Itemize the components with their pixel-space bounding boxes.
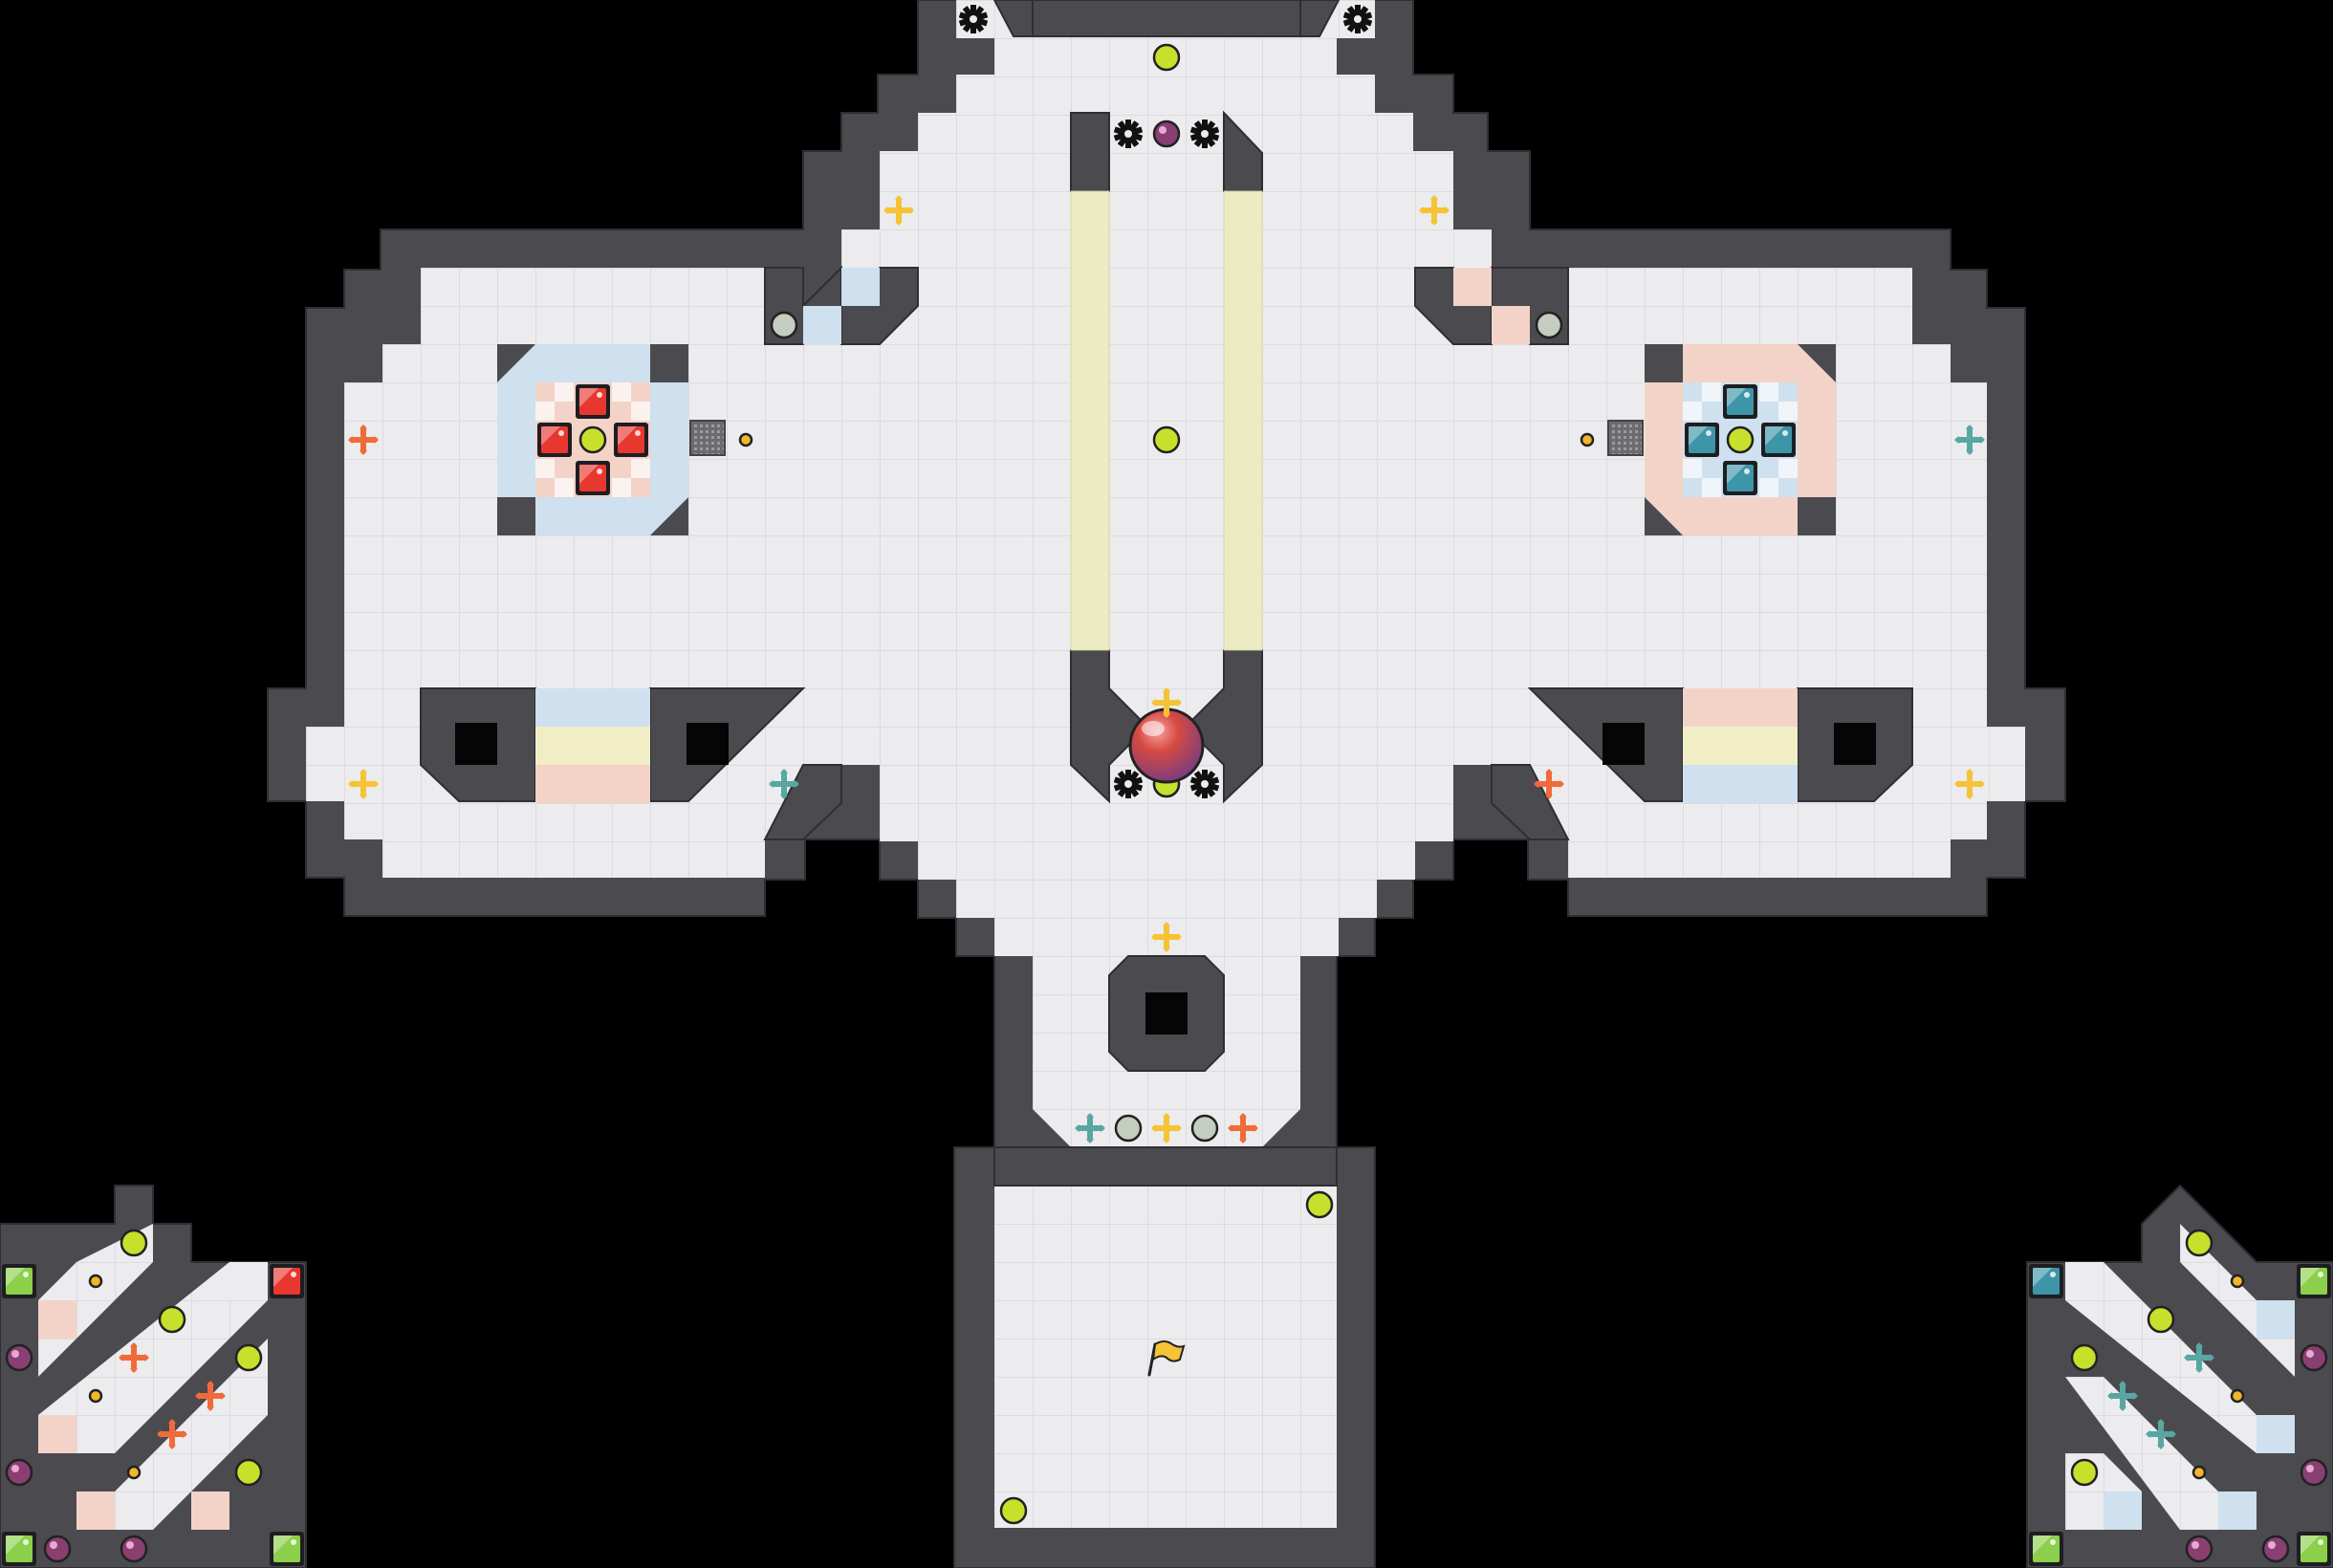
- gold-dot-icon: [88, 1274, 103, 1289]
- green-gem-icon: [2029, 1532, 2063, 1566]
- red-gem-icon: [576, 461, 610, 495]
- vent-grate-icon: [689, 420, 726, 456]
- plus-teal-icon: [769, 769, 799, 799]
- gold-dot-icon: [2230, 1388, 2245, 1404]
- plus-orange-icon: [195, 1381, 226, 1411]
- purple-orb-icon: [120, 1535, 148, 1563]
- green-gem-icon: [2297, 1264, 2331, 1298]
- green-gem-icon: [2297, 1532, 2331, 1566]
- plus-orange-icon: [157, 1419, 187, 1449]
- green-gem-icon: [2, 1532, 36, 1566]
- vent-grate-icon: [1607, 420, 1644, 456]
- lime-orb-icon: [234, 1343, 263, 1372]
- lime-orb-icon: [234, 1458, 263, 1487]
- plus-yellow-icon: [1419, 195, 1450, 226]
- tracks: [535, 190, 1798, 803]
- purple-orb-icon: [2261, 1535, 2290, 1563]
- lime-orb-icon: [2185, 1229, 2213, 1257]
- plus-yellow-icon: [348, 769, 379, 799]
- purple-orb-icon: [5, 1343, 33, 1372]
- plus-orange-icon: [119, 1342, 149, 1373]
- gold-dot-icon: [126, 1465, 142, 1480]
- goal-flag[interactable]: [1147, 1340, 1186, 1377]
- teal-gem-icon: [2029, 1264, 2063, 1298]
- plus-orange-icon: [348, 425, 379, 455]
- lime-orb-icon: [2070, 1458, 2099, 1487]
- corner-map-left: [0, 1185, 307, 1568]
- lime-orb-icon: [578, 425, 607, 454]
- plus-yellow-icon: [1954, 769, 1985, 799]
- red-gem-icon: [270, 1264, 304, 1298]
- plus-yellow-icon: [883, 195, 914, 226]
- teal-gem-icon: [1685, 423, 1719, 457]
- lime-orb-icon: [2070, 1343, 2099, 1372]
- red-gem-icon: [537, 423, 572, 457]
- gear-icon: [958, 5, 989, 33]
- plus-yellow-icon: [1151, 1113, 1182, 1143]
- grey-orb-icon: [1190, 1114, 1219, 1143]
- purple-orb-icon: [2300, 1343, 2328, 1372]
- plus-teal-icon: [1954, 425, 1985, 455]
- gear-icon: [1113, 120, 1144, 148]
- teal-gem-icon: [1723, 461, 1757, 495]
- grey-orb-icon: [1114, 1114, 1143, 1143]
- lime-orb-icon: [120, 1229, 148, 1257]
- lime-orb-icon: [1726, 425, 1755, 454]
- gear-icon: [1189, 770, 1220, 798]
- plus-yellow-icon: [1151, 687, 1182, 718]
- plus-teal-icon: [2184, 1342, 2214, 1373]
- lime-orb-icon: [1305, 1190, 1334, 1219]
- gear-icon: [1342, 5, 1373, 33]
- player-ball[interactable]: [1128, 708, 1205, 784]
- purple-orb-icon: [2185, 1535, 2213, 1563]
- plus-teal-icon: [2107, 1381, 2138, 1411]
- red-gem-icon: [614, 423, 648, 457]
- corner-map-right: [2026, 1184, 2333, 1568]
- red-gem-icon: [576, 384, 610, 419]
- gold-dot-icon: [1580, 432, 1595, 447]
- plus-teal-icon: [1075, 1113, 1105, 1143]
- purple-orb-icon: [5, 1458, 33, 1487]
- plus-teal-icon: [2146, 1419, 2176, 1449]
- gear-icon: [1113, 770, 1144, 798]
- gem-puzzle-right: [1607, 344, 1836, 535]
- plus-orange-icon: [1534, 769, 1564, 799]
- gold-dot-icon: [2191, 1465, 2207, 1480]
- purple-orb-icon: [1152, 120, 1181, 148]
- plus-orange-icon: [1228, 1113, 1258, 1143]
- purple-orb-icon: [2300, 1458, 2328, 1487]
- teal-gem-icon: [1761, 423, 1796, 457]
- gear-icon: [1189, 120, 1220, 148]
- lime-orb-icon: [158, 1305, 186, 1334]
- holes: [455, 723, 1876, 1034]
- inner-walls: [420, 0, 1913, 1187]
- lime-orb-icon: [1152, 43, 1181, 72]
- teal-gem-icon: [1723, 384, 1757, 419]
- gold-dot-icon: [738, 432, 753, 447]
- lime-orb-icon: [999, 1496, 1028, 1525]
- plus-yellow-icon: [1151, 922, 1182, 952]
- grey-orb-icon: [770, 311, 798, 339]
- green-gem-icon: [2, 1264, 36, 1298]
- purple-orb-icon: [43, 1535, 72, 1563]
- gold-dot-icon: [2230, 1274, 2245, 1289]
- entities-layer: [2, 5, 2331, 1566]
- green-gem-icon: [270, 1532, 304, 1566]
- grey-orb-icon: [1535, 311, 1563, 339]
- lime-orb-icon: [1152, 425, 1181, 454]
- gold-dot-icon: [88, 1388, 103, 1404]
- lime-orb-icon: [2147, 1305, 2175, 1334]
